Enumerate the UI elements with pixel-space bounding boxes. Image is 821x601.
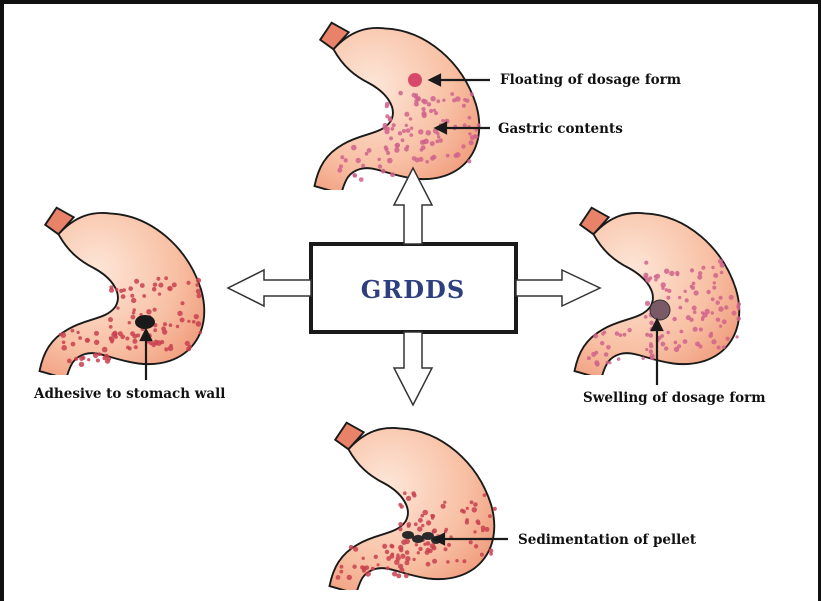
label-sedimentation: Sedimentation of pellet [518,532,697,548]
stomach-floating [315,23,481,194]
grdds-title: GRDDS [361,275,465,304]
arrow-left [228,270,311,306]
arrow-right [516,270,600,306]
label-gastric: Gastric contents [498,121,623,137]
stomach-sedimentation [330,423,497,594]
stomach-adhesive [40,208,205,379]
label-floating: Floating of dosage form [500,72,681,88]
floating-dosage-form [408,73,422,87]
adhesive-dosage-form [135,315,155,329]
label-adhesive: Adhesive to stomach wall [33,386,225,402]
arrow-down [394,332,432,405]
label-swelling: Swelling of dosage form [583,390,766,406]
swollen-dosage-form [650,300,670,320]
